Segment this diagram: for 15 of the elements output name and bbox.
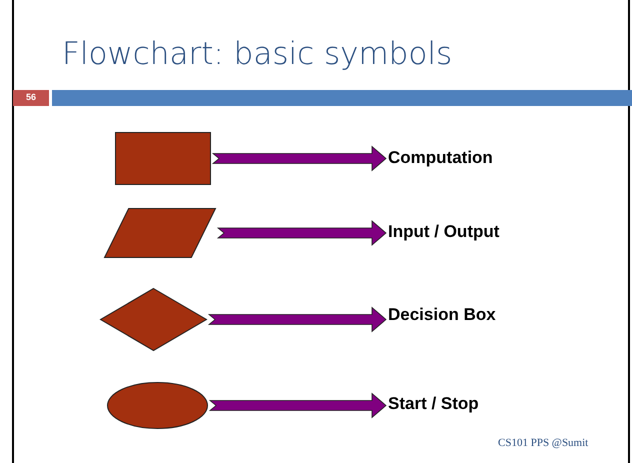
page-number-tab: 56 [13, 90, 49, 106]
block-arrow [212, 146, 387, 172]
block-arrow [216, 220, 387, 246]
symbol-name: Decision Box [388, 303, 496, 327]
slide-title: Flowchart: basic symbols [62, 35, 452, 74]
symbol-name: Input / Output [388, 220, 500, 244]
block-arrow [208, 306, 387, 332]
decision-diamond [100, 288, 207, 351]
process-rectangle [115, 132, 211, 185]
footer-credit: CS101 PPS @Sumit [498, 436, 588, 451]
block-arrow [208, 392, 387, 418]
input-output-parallelogram [104, 208, 216, 258]
terminal-ellipse [107, 382, 208, 429]
symbol-name: Start / Stop [388, 392, 479, 416]
symbol-name: Computation [388, 146, 493, 170]
